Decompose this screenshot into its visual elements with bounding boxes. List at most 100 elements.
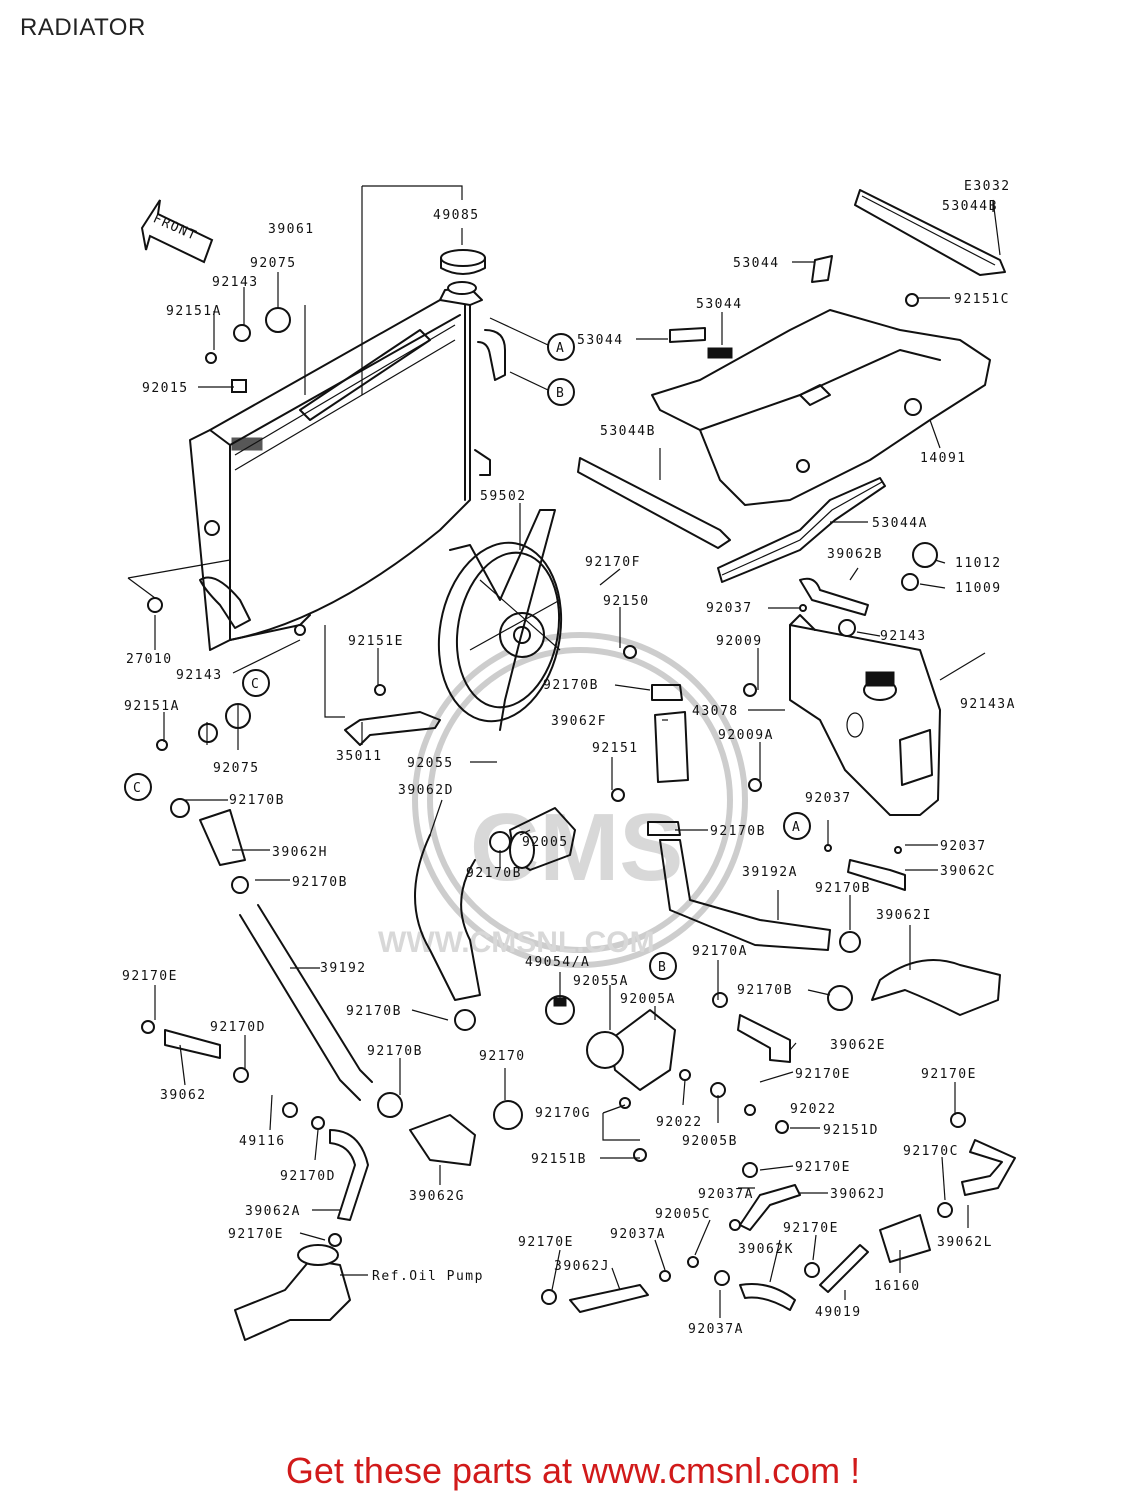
part-label: 92037	[706, 601, 753, 616]
callout-a-2: A	[792, 820, 801, 835]
part-label: 92170E	[783, 1221, 839, 1236]
part-label: 92151B	[531, 1152, 587, 1167]
part-label: 39062H	[272, 845, 328, 860]
part-label: 92005	[522, 835, 569, 850]
part-label: 14091	[920, 451, 967, 466]
radiator-shroud	[577, 189, 1006, 583]
part-label: 39192	[320, 961, 367, 976]
part-label: 35011	[336, 749, 383, 764]
part-label: 11009	[955, 581, 1002, 596]
part-label: 16160	[874, 1279, 921, 1294]
callout-c-1: C	[251, 677, 260, 692]
part-label: 92170E	[122, 969, 178, 984]
part-label: 39062J	[830, 1187, 886, 1202]
part-label: 92037A	[698, 1187, 754, 1202]
part-label: 39061	[268, 222, 315, 237]
reference-note: Ref.Oil Pump	[372, 1269, 484, 1284]
part-label: 92005B	[682, 1134, 738, 1149]
part-label: 92170B	[367, 1044, 423, 1059]
part-label: 49116	[239, 1134, 286, 1149]
part-label: 92170D	[280, 1169, 336, 1184]
part-label: 92170B	[543, 678, 599, 693]
part-label: 92170A	[692, 944, 748, 959]
part-label: 92170G	[535, 1106, 591, 1121]
part-label: 92151C	[954, 292, 1010, 307]
part-label: 53044B	[942, 199, 998, 214]
part-label: 49054/A	[525, 955, 590, 970]
part-label: 39062F	[551, 714, 607, 729]
part-label: 39192A	[742, 865, 798, 880]
cooling-fan	[437, 509, 563, 731]
callout-c-2: C	[133, 781, 142, 796]
part-label: 39062	[160, 1088, 207, 1103]
part-label: 43078	[692, 704, 739, 719]
part-label: 53044	[696, 297, 743, 312]
part-label: 92170E	[921, 1067, 977, 1082]
part-label: 53044B	[600, 424, 656, 439]
part-label: 92170E	[228, 1227, 284, 1242]
radiator-cap	[440, 249, 486, 275]
callout-b-1: B	[556, 386, 565, 401]
part-label: 39062I	[876, 908, 932, 923]
part-label: 92170B	[292, 875, 348, 890]
part-label: 92170D	[210, 1020, 266, 1035]
page-title: RADIATOR	[20, 14, 146, 41]
part-label: 92022	[656, 1115, 703, 1130]
part-label: 39062G	[409, 1189, 465, 1204]
radiator-assembly	[189, 281, 506, 651]
part-label: 39062B	[827, 547, 883, 562]
reservoir-tank	[789, 614, 941, 816]
part-label: 39062A	[245, 1204, 301, 1219]
part-label: 39062L	[937, 1235, 993, 1250]
footer-link[interactable]: Get these parts at www.cmsnl.com !	[285, 1450, 861, 1491]
part-label: 92055	[407, 756, 454, 771]
part-label: 92005C	[655, 1207, 711, 1222]
part-label: 92037	[940, 839, 987, 854]
part-label: 27010	[126, 652, 173, 667]
radiator-exploded-diagram: CMS WWW.CMSNL.COM FRONT E3032	[122, 179, 1016, 1341]
part-label: 92143	[176, 668, 223, 683]
part-label: 92151A	[124, 699, 180, 714]
part-label: 92170B	[229, 793, 285, 808]
part-label: 53044	[577, 333, 624, 348]
part-label: 92022	[790, 1102, 837, 1117]
part-label: 92170B	[466, 866, 522, 881]
part-label: 92037	[805, 791, 852, 806]
part-label: 92075	[250, 256, 297, 271]
part-label: 39062D	[398, 783, 454, 798]
part-label: 39062C	[940, 864, 996, 879]
part-label: 92015	[142, 381, 189, 396]
part-label: 53044	[733, 256, 780, 271]
part-label: 92151D	[823, 1123, 879, 1138]
part-label: 59502	[480, 489, 527, 504]
part-label: 92009A	[718, 728, 774, 743]
part-label: 92143A	[960, 697, 1016, 712]
part-label: 92055A	[573, 974, 629, 989]
part-label: 92037A	[688, 1322, 744, 1337]
part-label: 92170E	[795, 1067, 851, 1082]
part-label: 92075	[213, 761, 260, 776]
callout-b-2: B	[658, 960, 667, 975]
watermark-url: WWW.CMSNL.COM	[378, 926, 655, 959]
part-label: 92170E	[795, 1160, 851, 1175]
part-label: 92151A	[166, 304, 222, 319]
part-label: 92151E	[348, 634, 404, 649]
part-label: 92170B	[346, 1004, 402, 1019]
part-label: 92009	[716, 634, 763, 649]
water-pump	[234, 1244, 351, 1341]
leader-lines	[127, 185, 1001, 1318]
part-label: 92150	[603, 594, 650, 609]
hoses	[164, 577, 1016, 1313]
part-label: 92143	[880, 629, 927, 644]
part-label: 11012	[955, 556, 1002, 571]
callout-a-1: A	[556, 341, 565, 356]
part-label: 92037A	[610, 1227, 666, 1242]
thermostat-housing	[509, 807, 676, 1091]
part-label: 49019	[815, 1305, 862, 1320]
part-label: 92005A	[620, 992, 676, 1007]
callout-markers: A B C C A B	[124, 333, 811, 980]
part-label: 39062J	[554, 1259, 610, 1274]
part-labels: 39061 49085 53044B 53044 53044 53044 921…	[122, 199, 1016, 1337]
part-label: 92170B	[815, 881, 871, 896]
